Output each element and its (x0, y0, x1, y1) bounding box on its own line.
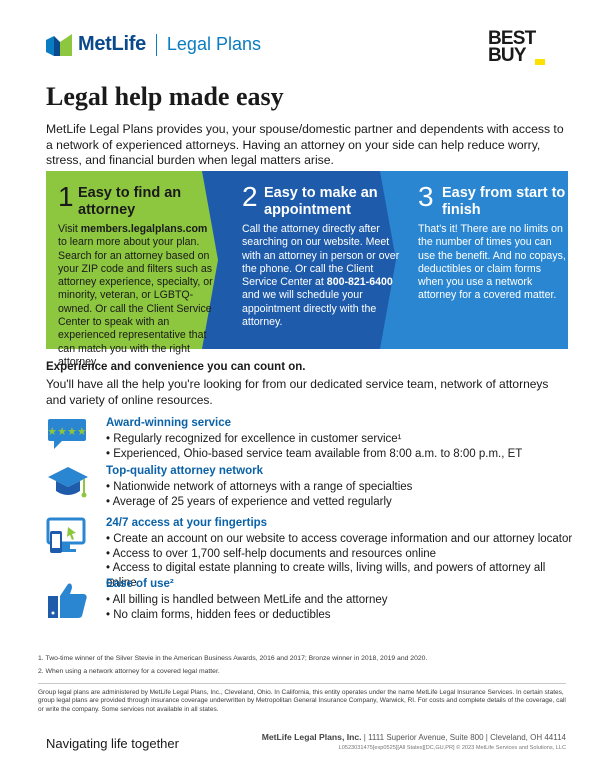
step-2-number: 2 (242, 181, 258, 212)
step-1-body: Visit members.legalplans.com to learn mo… (58, 223, 218, 369)
step-2-body-post: and we will schedule your appointment di… (242, 289, 377, 329)
best-buy-logo: BEST BUY (488, 28, 546, 70)
feature-access-list: Create an account on our website to acce… (106, 532, 576, 590)
best-buy-tag-icon (535, 59, 545, 65)
list-item: Experienced, Ohio-based service team ava… (106, 447, 576, 462)
tagline: Navigating life together (46, 736, 179, 751)
step-2-body-pre: Call the attorney directly after searchi… (242, 223, 400, 289)
company-address: MetLife Legal Plans, Inc. | 1111 Superio… (262, 732, 566, 742)
step-3-body: That's it! There are no limits on the nu… (418, 223, 566, 302)
list-item: Regularly recognized for excellence in c… (106, 432, 576, 447)
feature-award-list: Regularly recognized for excellence in c… (106, 432, 576, 461)
footnote-2: 2. When using a network attorney for a c… (38, 668, 220, 675)
svg-text:★★★★: ★★★★ (47, 425, 87, 438)
product-name: Legal Plans (166, 34, 261, 54)
footer-divider (38, 683, 566, 684)
logo-divider (155, 33, 157, 56)
page-header: MetLife Legal Plans BEST BUY (0, 0, 600, 78)
devices-icon (46, 517, 86, 553)
step-2-body: Call the attorney directly after searchi… (242, 223, 402, 329)
phone-number[interactable]: 800-821-6400 (326, 276, 393, 289)
list-item: Access to over 1,700 self-help documents… (106, 547, 576, 562)
address-separator: | (363, 733, 369, 742)
company-name: MetLife Legal Plans, Inc. (261, 732, 362, 742)
address-text: 1111 Superior Avenue, Suite 800 | Clevel… (368, 733, 566, 742)
document-code: L0523031475[exp0525][All States][DC,GU,P… (338, 745, 566, 751)
brand-name: MetLife (78, 33, 146, 55)
feature-ease-title: Ease of use² (106, 578, 174, 590)
step-3-number: 3 (418, 181, 434, 212)
metlife-logo: MetLife Legal Plans (46, 33, 261, 56)
feature-award-title: Award-winning service (106, 417, 232, 429)
list-item: Create an account on our website to acce… (106, 532, 576, 547)
rating-speech-bubble-icon: ★★★★ (47, 419, 87, 449)
feature-network-list: Nationwide network of attorneys with a r… (106, 480, 576, 509)
best-buy-line-2: BUY (488, 45, 527, 66)
website-link[interactable]: members.legalplans.com (80, 223, 208, 235)
step-2-background (202, 171, 408, 349)
feature-ease-list: All billing is handled between MetLife a… (106, 593, 576, 622)
best-buy-line-1: BEST (488, 28, 536, 49)
step-3-heading: Easy from start to finish (442, 185, 566, 218)
experience-heading: Experience and convenience you can count… (46, 361, 306, 373)
steps-arrows (46, 171, 568, 349)
step-2-heading: Easy to make an appointment (264, 185, 378, 218)
step-3-background (380, 171, 568, 349)
step-1-body-pre: Visit (58, 223, 81, 235)
step-1-number: 1 (58, 181, 74, 212)
metlife-mark-icon (46, 33, 72, 56)
list-item: All billing is handled between MetLife a… (106, 593, 576, 608)
list-item: No claim forms, hidden fees or deductibl… (106, 608, 576, 623)
list-item: Average of 25 years of experience and ve… (106, 495, 576, 510)
thumbs-up-icon (48, 583, 87, 618)
step-1-body-post: to learn more about your plan. Search fo… (58, 236, 213, 368)
feature-network-title: Top-quality attorney network (106, 465, 263, 477)
step-1-heading: Easy to find an attorney (78, 185, 182, 218)
steps-banner: 1 Easy to find an attorney Visit members… (46, 171, 568, 368)
graduation-cap-icon (48, 467, 88, 498)
list-item: Nationwide network of attorneys with a r… (106, 480, 576, 495)
experience-text: You'll have all the help you're looking … (46, 377, 549, 407)
footnote-1: 1. Two-time winner of the Silver Stevie … (38, 655, 428, 662)
page-title: Legal help made easy (46, 82, 284, 111)
feature-access-title: 24/7 access at your fingertips (106, 517, 268, 529)
legal-disclaimer: Group legal plans are administered by Me… (38, 689, 566, 713)
step-1-background (46, 171, 230, 349)
list-item: Access to digital estate planning to cre… (106, 561, 576, 590)
intro-paragraph: MetLife Legal Plans provides you, your s… (46, 122, 564, 167)
